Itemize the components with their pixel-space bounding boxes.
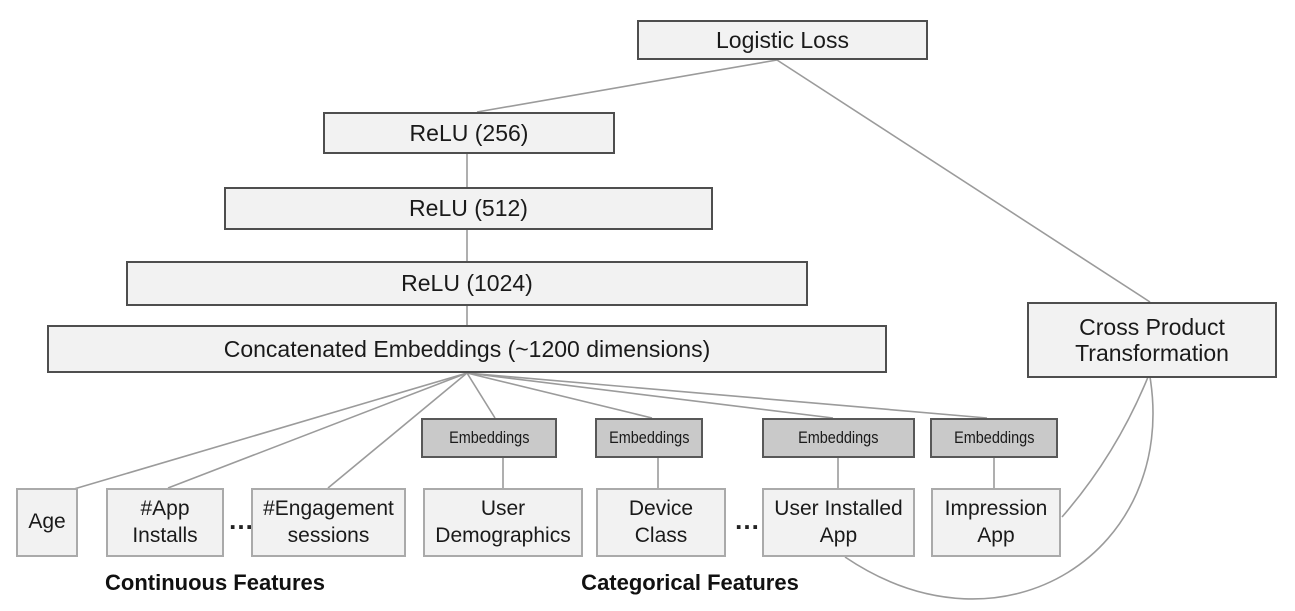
node-embeddings-impression-app: Embeddings — [930, 418, 1058, 458]
edge-concat-emb2 — [466, 372, 653, 419]
node-user-installed-app: User Installed App — [762, 488, 915, 557]
edge-concat-engagement — [327, 372, 468, 489]
edge-loss-to-crossproduct — [776, 59, 1151, 303]
embeddings-label: Embeddings — [448, 428, 530, 447]
node-age: Age — [16, 488, 78, 557]
edge-concat-emb4 — [466, 372, 988, 419]
edge-loss-to-relu256 — [476, 59, 778, 113]
node-concatenated-embeddings: Concatenated Embeddings (~1200 dimension… — [47, 325, 887, 373]
node-logistic-loss: Logistic Loss — [637, 20, 928, 60]
node-embeddings-user-installed-app: Embeddings — [762, 418, 915, 458]
edge-crossproduct-userinstalledapp — [844, 376, 1154, 600]
edge-crossproduct-impressionapp — [1061, 376, 1149, 518]
embeddings-label: Embeddings — [953, 428, 1035, 447]
embeddings-label: Embeddings — [608, 428, 690, 447]
node-impression-app: Impression App — [931, 488, 1061, 557]
node-relu-1024: ReLU (1024) — [126, 261, 808, 306]
label-continuous-features: Continuous Features — [104, 570, 326, 595]
edge-concat-age — [73, 372, 468, 490]
node-engagement-sessions: #Engagement sessions — [251, 488, 406, 557]
edge-concat-emb3 — [466, 372, 834, 419]
ellipsis-continuous: … — [228, 505, 255, 535]
node-embeddings-user-demographics: Embeddings — [421, 418, 557, 458]
node-cross-product-transformation: Cross Product Transformation — [1027, 302, 1277, 378]
embeddings-label: Embeddings — [798, 428, 879, 447]
ellipsis-categorical: … — [734, 505, 761, 535]
node-device-class: Device Class — [596, 488, 726, 557]
edge-concat-appinstalls — [167, 372, 468, 489]
label-categorical-features: Categorical Features — [581, 570, 799, 595]
node-user-demographics: User Demographics — [423, 488, 583, 557]
node-embeddings-device-class: Embeddings — [595, 418, 703, 458]
edge-concat-emb1 — [466, 372, 496, 419]
node-relu-512: ReLU (512) — [224, 187, 713, 230]
node-app-installs: #App Installs — [106, 488, 224, 557]
node-relu-256: ReLU (256) — [323, 112, 615, 154]
